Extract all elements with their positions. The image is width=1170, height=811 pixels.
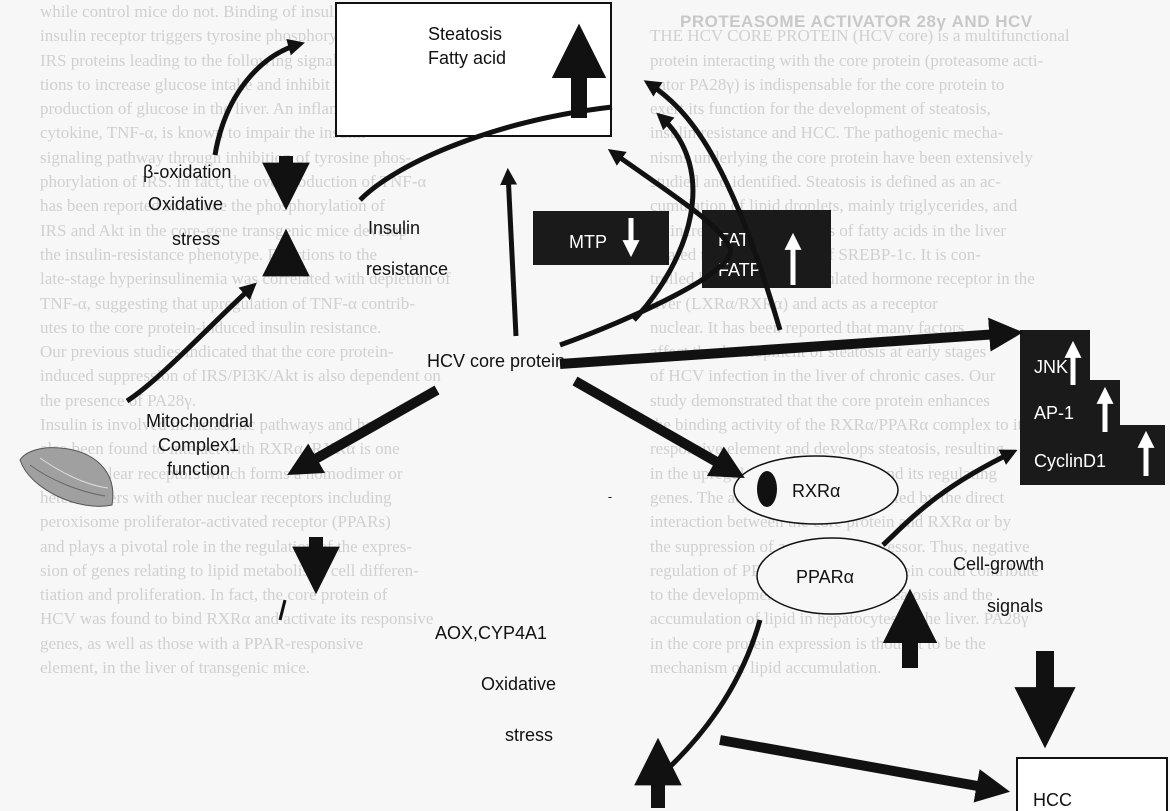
arrow-ppar-to-aox-curve xyxy=(656,619,763,780)
arrow-core-to-fat-curve xyxy=(559,149,733,348)
arrow-to-hcc xyxy=(719,735,1011,803)
core-binding-dot xyxy=(757,471,777,507)
mitochondrion-icon xyxy=(19,447,114,507)
mtp-box: MTP xyxy=(533,211,669,265)
ppar-node: PPARα xyxy=(756,537,908,615)
resistance-label: resistance xyxy=(366,259,448,279)
ppar-alpha-label: PPARα xyxy=(796,567,854,587)
fatty-acid-label: Fatty acid xyxy=(428,48,506,68)
aox-stress-label: stress xyxy=(505,725,553,745)
ap1-label: AP-1 xyxy=(1034,403,1074,423)
cell-growth-label: Cell-growth xyxy=(953,554,1044,574)
signaling-block: JNK AP-1 CyclinD1 xyxy=(1020,330,1165,485)
arrow-steatosis-core-curve xyxy=(632,112,696,322)
arrow-core-to-steatosis xyxy=(500,167,519,337)
arrow-core-to-rxr xyxy=(572,376,745,479)
arrow-oxidation-to-steatosis xyxy=(212,38,305,156)
aox-oxidative-label: Oxidative xyxy=(481,674,556,694)
rxr-alpha-label: RXRα xyxy=(792,481,840,501)
rxr-node: RXRα xyxy=(733,455,899,525)
oxidative-label: Oxidative xyxy=(148,194,223,214)
mito-label-3: function xyxy=(167,459,230,479)
stress-label: stress xyxy=(172,229,220,249)
mtp-label: MTP xyxy=(569,232,607,252)
insulin-label: Insulin xyxy=(368,218,420,238)
steatosis-box: Steatosis Fatty acid xyxy=(335,2,612,137)
hcv-core-protein-label: HCV core protein xyxy=(427,351,565,371)
signals-label: signals xyxy=(987,596,1043,616)
aox-label: AOX,CYP4A1 xyxy=(435,623,547,643)
pathway-arrows xyxy=(125,38,1076,808)
arrow-rxr-to-cyclind1 xyxy=(881,449,1018,547)
fatp-label: FATP xyxy=(718,260,762,280)
arrow-mito-to-oxidation-curve xyxy=(125,282,257,404)
hcc-box: HCC xyxy=(1016,757,1168,811)
arrow-steatosis-insulin-curve xyxy=(358,104,613,202)
arrow-mito-tail xyxy=(278,599,287,621)
arrow-core-to-mito xyxy=(287,385,440,476)
arrow-core-to-jnk xyxy=(559,317,1024,369)
mito-label-2: Complex1 xyxy=(158,435,239,455)
steatosis-label: Steatosis xyxy=(428,24,502,44)
fat-box: FAT FATP xyxy=(702,210,831,288)
arrow-steatosis-to-rxr-curve xyxy=(643,80,783,331)
jnk-label: JNK xyxy=(1034,357,1068,377)
beta-oxidation-label: β-oxidation xyxy=(143,162,231,182)
cyclind1-label: CyclinD1 xyxy=(1034,451,1106,471)
hcc-label: HCC xyxy=(1033,790,1072,810)
mito-label-1: Mitochondrial xyxy=(146,411,253,431)
